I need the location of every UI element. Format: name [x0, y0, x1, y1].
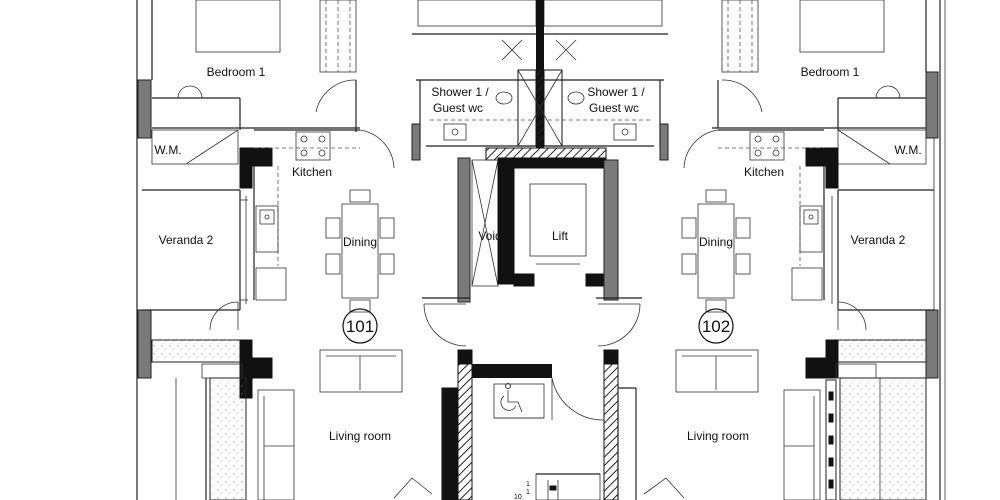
- outer-walls: [136, 0, 946, 500]
- service-duct: [485, 0, 607, 161]
- bedroom-left: [152, 0, 360, 130]
- unit-101-label: 101: [346, 317, 374, 336]
- kitchen-right: [683, 129, 839, 301]
- veranda-right: [831, 189, 934, 311]
- wm-right: [837, 129, 927, 165]
- stairs-bottom: [535, 473, 601, 500]
- kitchen-left-label: Kitchen: [292, 165, 332, 179]
- sofa-left-top: [319, 349, 403, 393]
- bedroom-left-label: Bedroom 1: [207, 65, 266, 79]
- unit-102-label: 102: [702, 317, 730, 336]
- sofa-right-top: [675, 349, 759, 393]
- lift-shaft: [513, 157, 619, 301]
- shower-right: [543, 0, 669, 161]
- unit-101-marker: 101: [342, 308, 378, 344]
- bedroom-right-label: Bedroom 1: [801, 65, 860, 79]
- living-left-label: Living room: [329, 429, 391, 443]
- dining-table-left: [325, 189, 395, 313]
- lift-label: Lift: [552, 229, 569, 243]
- wm-left-label: W.M.: [154, 143, 181, 157]
- shower-left-label-1: Shower 1 /: [431, 85, 489, 99]
- stair-mark-1: 1: [526, 481, 530, 488]
- sofa-right-side: [783, 389, 821, 500]
- dining-right-label: Dining: [699, 235, 733, 249]
- kitchen-right-label: Kitchen: [744, 165, 784, 179]
- dining-left-label: Dining: [343, 235, 377, 249]
- armchair-left: [393, 477, 433, 499]
- sofa-left-side: [257, 389, 295, 500]
- terrace-left: [151, 301, 273, 500]
- lobby-doors: [422, 297, 642, 347]
- shower-left: [411, 0, 537, 161]
- kitchen-left: [239, 128, 395, 301]
- accessible-wc: [441, 349, 637, 500]
- shower-left-label-2: Guest wc: [433, 101, 483, 115]
- void-shaft: [457, 157, 515, 303]
- veranda-right-label: Veranda 2: [851, 233, 906, 247]
- veranda-left-label: Veranda 2: [159, 233, 214, 247]
- wm-left: [151, 129, 239, 165]
- shower-right-label-1: Shower 1 /: [587, 85, 645, 99]
- stair-mark-3: 10: [514, 494, 522, 500]
- shower-right-label-2: Guest wc: [589, 101, 639, 115]
- void-label: Void: [478, 229, 501, 243]
- bedroom-right: [712, 0, 926, 130]
- living-right-label: Living room: [687, 429, 749, 443]
- veranda-left: [142, 189, 248, 311]
- terrace-right: [805, 301, 927, 500]
- dining-table-right: [681, 189, 751, 313]
- wm-right-label: W.M.: [894, 143, 921, 157]
- wheelchair-icon: [500, 383, 523, 413]
- unit-102-marker: 102: [698, 308, 734, 344]
- armchair-right: [643, 477, 685, 499]
- stair-mark-2: 1: [526, 489, 530, 496]
